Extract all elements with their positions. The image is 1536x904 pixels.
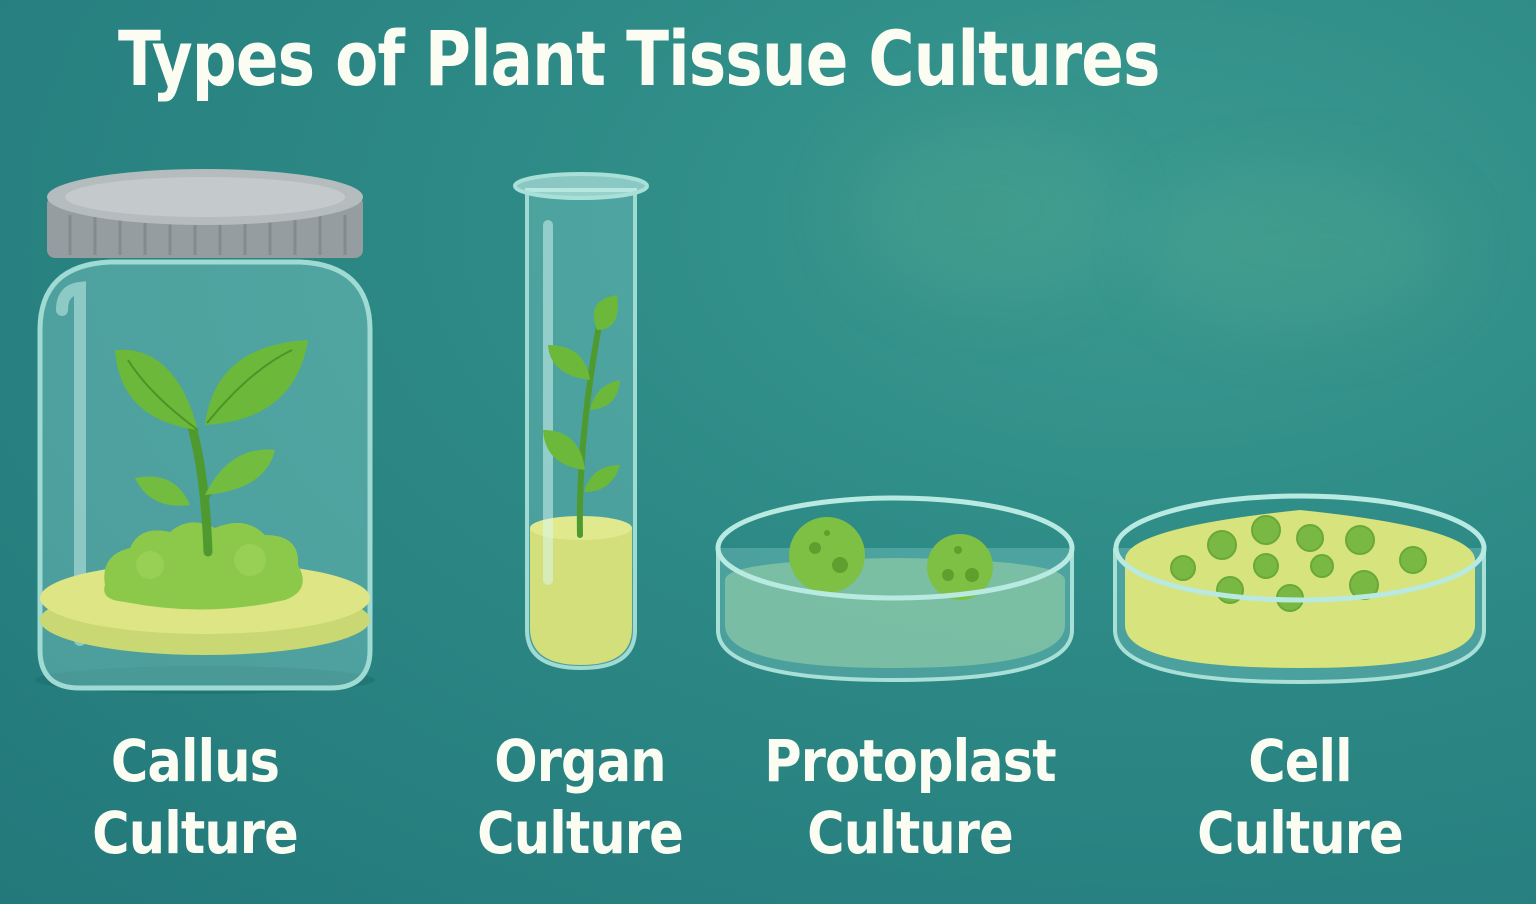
label-callus-culture: Callus Culture [92,727,299,867]
background-glow [1150,170,1450,330]
label-protoplast-culture: Protoplast Culture [764,727,1056,867]
jar-icon [35,169,375,694]
background-glow [850,120,1110,300]
page-title: Types of Plant Tissue Cultures [118,14,1161,103]
label-organ-culture: Organ Culture [477,727,684,867]
petri-dish-protoplast-icon [715,495,1075,683]
petri-dish-cell-icon [1113,493,1487,685]
test-tube-icon [513,172,649,671]
label-cell-culture: Cell Culture [1197,727,1404,867]
